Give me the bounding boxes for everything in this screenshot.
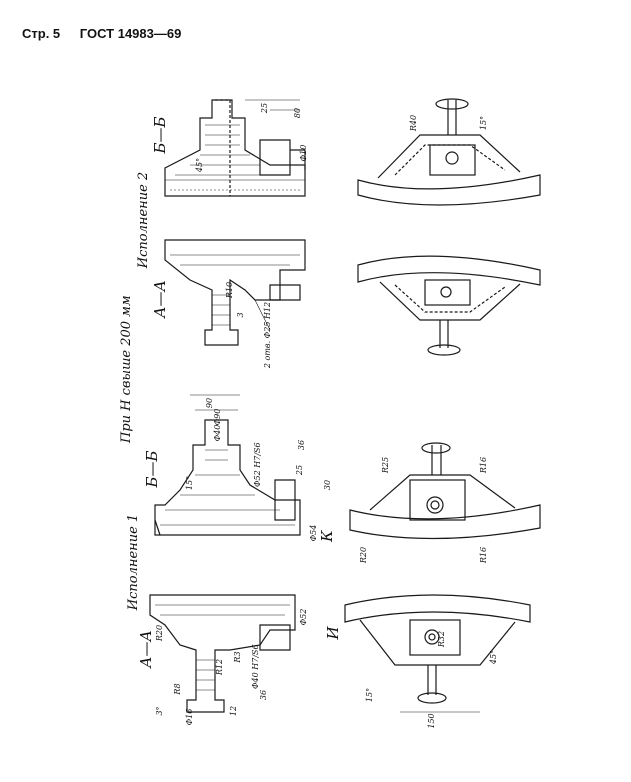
dim-phi52-fit: Φ52 H7/S6 <box>253 442 262 487</box>
dim-80: 80 <box>293 107 302 119</box>
section-bb-top-label: Б—Б <box>151 116 169 154</box>
dim-12: 12 <box>229 705 238 717</box>
section-bb-variant2 <box>164 99 306 197</box>
dim-15deg-bottom: 15° <box>365 687 374 703</box>
variant2-label: Исполнение 2 <box>136 171 151 269</box>
dim-25b: 25 <box>295 464 304 476</box>
dim-150: 150 <box>427 713 436 729</box>
dim-36b: 36 <box>259 689 268 701</box>
dim-25: 25 <box>260 102 269 114</box>
dim-36a: 36 <box>297 439 306 451</box>
dim-k: К <box>318 530 336 542</box>
dim-30: 30 <box>323 479 332 491</box>
view-bottom-right-2 <box>344 594 531 713</box>
dim-phi52: Φ52 <box>299 608 308 626</box>
dim-r3: R3 <box>233 651 242 663</box>
section-aa-bottom-label: А—А <box>137 630 155 668</box>
section-bb-bottom-label: Б—Б <box>143 450 161 488</box>
view-top-right-1 <box>357 98 541 206</box>
variant1-label: Исполнение 1 <box>126 513 141 611</box>
dim-r16a: R16 <box>479 456 488 474</box>
dim-r20b: R20 <box>359 546 368 564</box>
height-note: При Н свыше 200 мм <box>119 295 134 443</box>
dim-phi40: Φ40 <box>213 424 222 442</box>
dim-r40: R40 <box>409 114 418 132</box>
dim-15deg-top: 15° <box>479 115 488 131</box>
section-aa-variant1 <box>149 594 296 713</box>
dim-r16b: R16 <box>479 546 488 564</box>
dim-r12: R12 <box>215 658 224 676</box>
view-bottom-right-1 <box>349 442 541 540</box>
page-number: Стр. 5 <box>22 26 61 41</box>
dim-r10: R10 <box>225 281 234 299</box>
dim-45deg-bottom: 45° <box>489 649 498 665</box>
standard-code: ГОСТ 14983—69 <box>79 26 182 41</box>
page-header: Стр. 5 ГОСТ 14983—69 <box>22 26 181 41</box>
section-aa-variant2 <box>164 239 306 346</box>
dim-15deg: 15° <box>185 475 194 491</box>
dim-phi16: Φ16 <box>185 708 194 726</box>
dim-r32: R32 <box>437 630 446 648</box>
dim-r20: R20 <box>155 624 164 642</box>
dim-45deg: 45° <box>195 157 204 173</box>
dim-r8: R8 <box>173 683 182 695</box>
dim-phi10: Φ10 <box>299 144 308 162</box>
dim-phi40-fit: Φ40 H7/S6 <box>251 644 260 689</box>
section-aa-top-label: А—А <box>151 280 169 318</box>
dim-r25: R25 <box>381 456 390 474</box>
section-bb-variant1 <box>154 394 301 536</box>
dim-ii: И <box>324 626 342 640</box>
dim-3deg: 3° <box>155 706 164 716</box>
dim-holes: 2 отв. Φ25 H12 <box>263 301 272 369</box>
dim-3: 3 <box>236 312 245 318</box>
view-top-right-2 <box>357 255 541 356</box>
